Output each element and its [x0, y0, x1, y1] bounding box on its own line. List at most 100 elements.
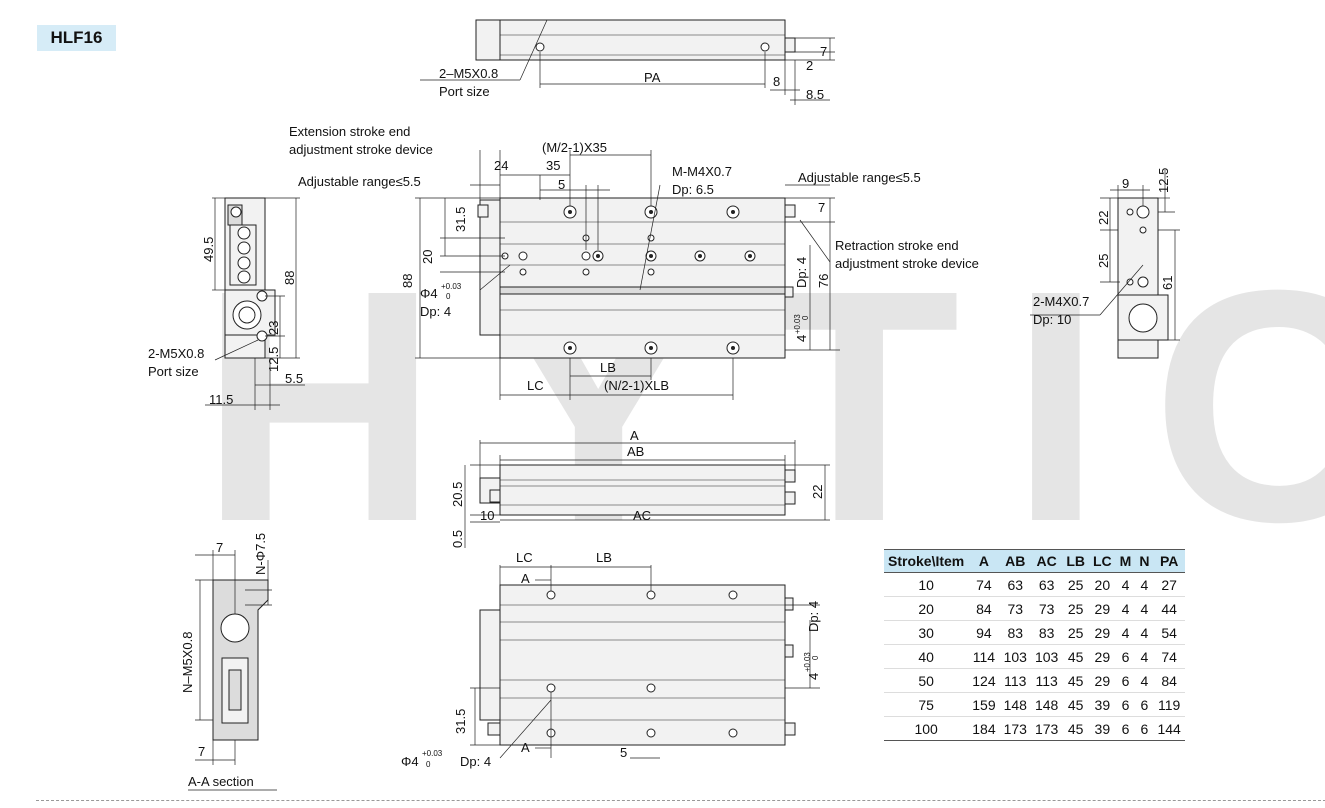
table-cell: 20: [1089, 572, 1116, 597]
spec-header-row: Stroke\Item A AB AC LB LC M N PA: [884, 549, 1185, 573]
under-r4-tol-up: +0.03: [803, 652, 812, 672]
right-d9: 9: [1122, 176, 1129, 191]
side-d20-5: 20.5: [450, 482, 465, 507]
top-dim-2: 2: [806, 58, 813, 73]
left-d11-5: 11.5: [209, 392, 233, 407]
front-r4: 4: [794, 335, 809, 342]
under-phi4: Φ4: [401, 754, 419, 769]
table-cell: 73: [1030, 596, 1063, 621]
table-cell: 6: [1115, 644, 1136, 669]
section-view: [188, 550, 277, 791]
front-d31-5: 31.5: [453, 207, 468, 232]
spec-header-cell: Stroke\Item: [884, 549, 969, 573]
table-cell: 148: [1030, 692, 1063, 717]
table-cell: 40: [884, 644, 969, 669]
table-cell: 113: [999, 668, 1031, 693]
under-dp4-r: Dp: 4: [806, 601, 821, 632]
front-mm4: M-M4X0.7: [672, 164, 732, 179]
left-port: 2-M5X0.8: [148, 346, 204, 361]
front-phi4: Φ4: [420, 286, 438, 301]
table-cell: 4: [1135, 596, 1154, 621]
left-d5-5: 5.5: [285, 371, 303, 386]
under-lb: LB: [596, 550, 612, 565]
section-d7-top: 7: [216, 540, 223, 555]
top-dim-7: 7: [820, 44, 827, 59]
spec-header-cell: AC: [1030, 549, 1063, 573]
table-cell: 45: [1062, 692, 1089, 717]
table-cell: 74: [1153, 644, 1185, 669]
left-d49-5: 49.5: [201, 237, 216, 262]
table-cell: 45: [1062, 716, 1089, 741]
front-lb: LB: [600, 360, 616, 375]
table-cell: 29: [1089, 596, 1116, 621]
left-view: [205, 197, 305, 410]
table-cell: 63: [999, 572, 1031, 597]
table-cell: 29: [1089, 620, 1116, 645]
top-view: [420, 19, 835, 105]
table-cell: 84: [1153, 668, 1185, 693]
side-ac: AC: [633, 508, 651, 523]
under-r4: 4: [806, 673, 821, 680]
front-d76: 76: [816, 274, 831, 288]
table-cell: 73: [999, 596, 1031, 621]
side-d10: 10: [480, 508, 494, 523]
table-cell: 4: [1115, 620, 1136, 645]
table-cell: 103: [999, 644, 1031, 669]
spec-header-cell: N: [1135, 549, 1154, 573]
table-cell: 44: [1153, 596, 1185, 621]
front-retr-1: Retraction stroke end: [835, 238, 959, 253]
section-title: A-A section: [188, 774, 254, 789]
under-a-top: A: [521, 571, 530, 586]
table-cell: 50: [884, 668, 969, 693]
table-cell: 144: [1153, 716, 1185, 741]
front-adj-left: Adjustable range≤5.5: [298, 174, 421, 189]
table-cell: 4: [1115, 572, 1136, 597]
front-d88: 88: [400, 274, 415, 288]
table-cell: 6: [1135, 692, 1154, 717]
table-cell: 39: [1089, 692, 1116, 717]
table-cell: 84: [968, 596, 1000, 621]
front-ext-label-2: adjustment stroke device: [289, 142, 433, 157]
under-a-bot: A: [521, 740, 530, 755]
front-d7: 7: [818, 200, 825, 215]
table-cell: 20: [884, 596, 969, 621]
table-cell: 83: [1030, 620, 1063, 645]
spec-header-cell: PA: [1153, 549, 1185, 573]
front-dp4-r: Dp: 4: [794, 257, 809, 288]
right-m4-dp: Dp: 10: [1033, 312, 1071, 327]
table-cell: 6: [1115, 716, 1136, 741]
under-dp4: Dp: 4: [460, 754, 491, 769]
front-adj-right: Adjustable range≤5.5: [798, 170, 921, 185]
table-cell: 74: [968, 572, 1000, 597]
top-dim-8-5: 8.5: [806, 87, 824, 102]
table-cell: 29: [1089, 644, 1116, 669]
top-port-label: 2–M5X0.8: [439, 66, 498, 81]
table-cell: 6: [1115, 668, 1136, 693]
table-cell: 4: [1135, 572, 1154, 597]
table-cell: 119: [1153, 692, 1185, 717]
table-cell: 4: [1135, 644, 1154, 669]
left-d12-5: 12.5: [266, 347, 281, 372]
front-view: [415, 150, 840, 400]
side-ab: AB: [627, 444, 644, 459]
table-cell: 4: [1135, 668, 1154, 693]
under-d31-5: 31.5: [453, 709, 468, 734]
side-d22: 22: [810, 485, 825, 499]
table-cell: 39: [1089, 716, 1116, 741]
left-port-sub: Port size: [148, 364, 199, 379]
left-d88: 88: [282, 271, 297, 285]
under-r4-tol-dn: 0: [811, 655, 820, 660]
table-cell: 6: [1115, 692, 1136, 717]
top-port-sub: Port size: [439, 84, 490, 99]
side-view: [464, 440, 830, 548]
table-cell: 30: [884, 620, 969, 645]
spec-header-cell: M: [1115, 549, 1136, 573]
